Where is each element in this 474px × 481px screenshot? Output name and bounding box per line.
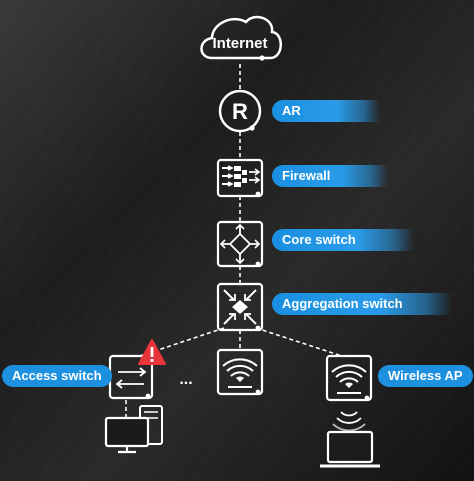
desktop-pc-icon <box>104 405 163 454</box>
router-icon <box>218 89 262 133</box>
access-switch-label: Access switch <box>2 365 112 387</box>
aggregation-switch-label: Aggregation switch <box>272 293 452 315</box>
warning-icon <box>138 339 166 365</box>
wireless-ap-icon-right <box>325 354 373 402</box>
ellipsis-text: ... <box>179 371 192 388</box>
cloud-icon <box>200 15 282 61</box>
firewall-icon <box>216 158 264 198</box>
wireless-ap-label: Wireless AP <box>378 365 473 387</box>
core-switch-label: Core switch <box>272 229 414 251</box>
laptop-icon <box>320 430 380 468</box>
internet-label: Internet <box>212 35 267 52</box>
link-aggregation-wireless-ap <box>255 327 343 357</box>
core-switch-icon <box>216 220 264 268</box>
connection-lines <box>125 64 343 418</box>
ar-label: AR <box>272 100 380 122</box>
firewall-label: Firewall <box>272 165 388 187</box>
router-glyph: R <box>232 99 248 124</box>
wireless-ap-icon-center <box>216 348 264 396</box>
aggregation-switch-icon <box>216 282 264 332</box>
wifi-signal-icon <box>332 411 366 432</box>
